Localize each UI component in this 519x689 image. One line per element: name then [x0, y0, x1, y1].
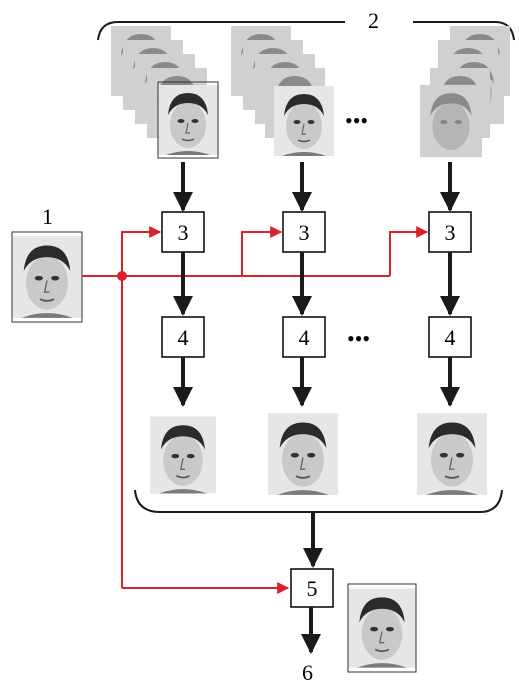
result-face-1 [150, 415, 216, 495]
red-connector-lines [82, 226, 429, 594]
match-block-2: 3 [282, 211, 326, 253]
svg-text:5: 5 [307, 576, 318, 601]
results-brace [134, 489, 503, 513]
label-database: 2 [368, 8, 379, 33]
face-photo-icon [274, 85, 334, 157]
transform-block-2: 4 [282, 316, 326, 358]
transform-block-3: 4 [428, 316, 472, 358]
svg-text:3: 3 [299, 220, 310, 245]
database-stack-3 [420, 26, 510, 158]
result-face-2 [268, 412, 338, 496]
database-stack-2 [231, 26, 334, 157]
svg-text:3: 3 [178, 220, 189, 245]
result-face-3 [417, 412, 487, 496]
label-output: 6 [302, 660, 313, 685]
select-block: 5 [290, 568, 334, 608]
match-block-1: 3 [161, 211, 205, 253]
svg-text:4: 4 [445, 325, 456, 350]
transform-block-1: 4 [161, 316, 205, 358]
face-photo-icon [157, 81, 219, 159]
input-face-photo [11, 231, 83, 323]
database-brace [97, 21, 515, 41]
svg-text:3: 3 [445, 220, 456, 245]
ellipsis-middle: ••• [347, 326, 370, 351]
svg-text:4: 4 [178, 325, 189, 350]
red-junction-dot [117, 271, 127, 281]
database-stack-1 [111, 26, 219, 159]
final-face-photo [347, 583, 417, 673]
label-input: 1 [42, 204, 53, 229]
ellipsis-top: ••• [345, 108, 368, 133]
face-photo-icon [420, 84, 482, 158]
svg-text:4: 4 [299, 325, 310, 350]
match-block-3: 3 [428, 211, 472, 253]
